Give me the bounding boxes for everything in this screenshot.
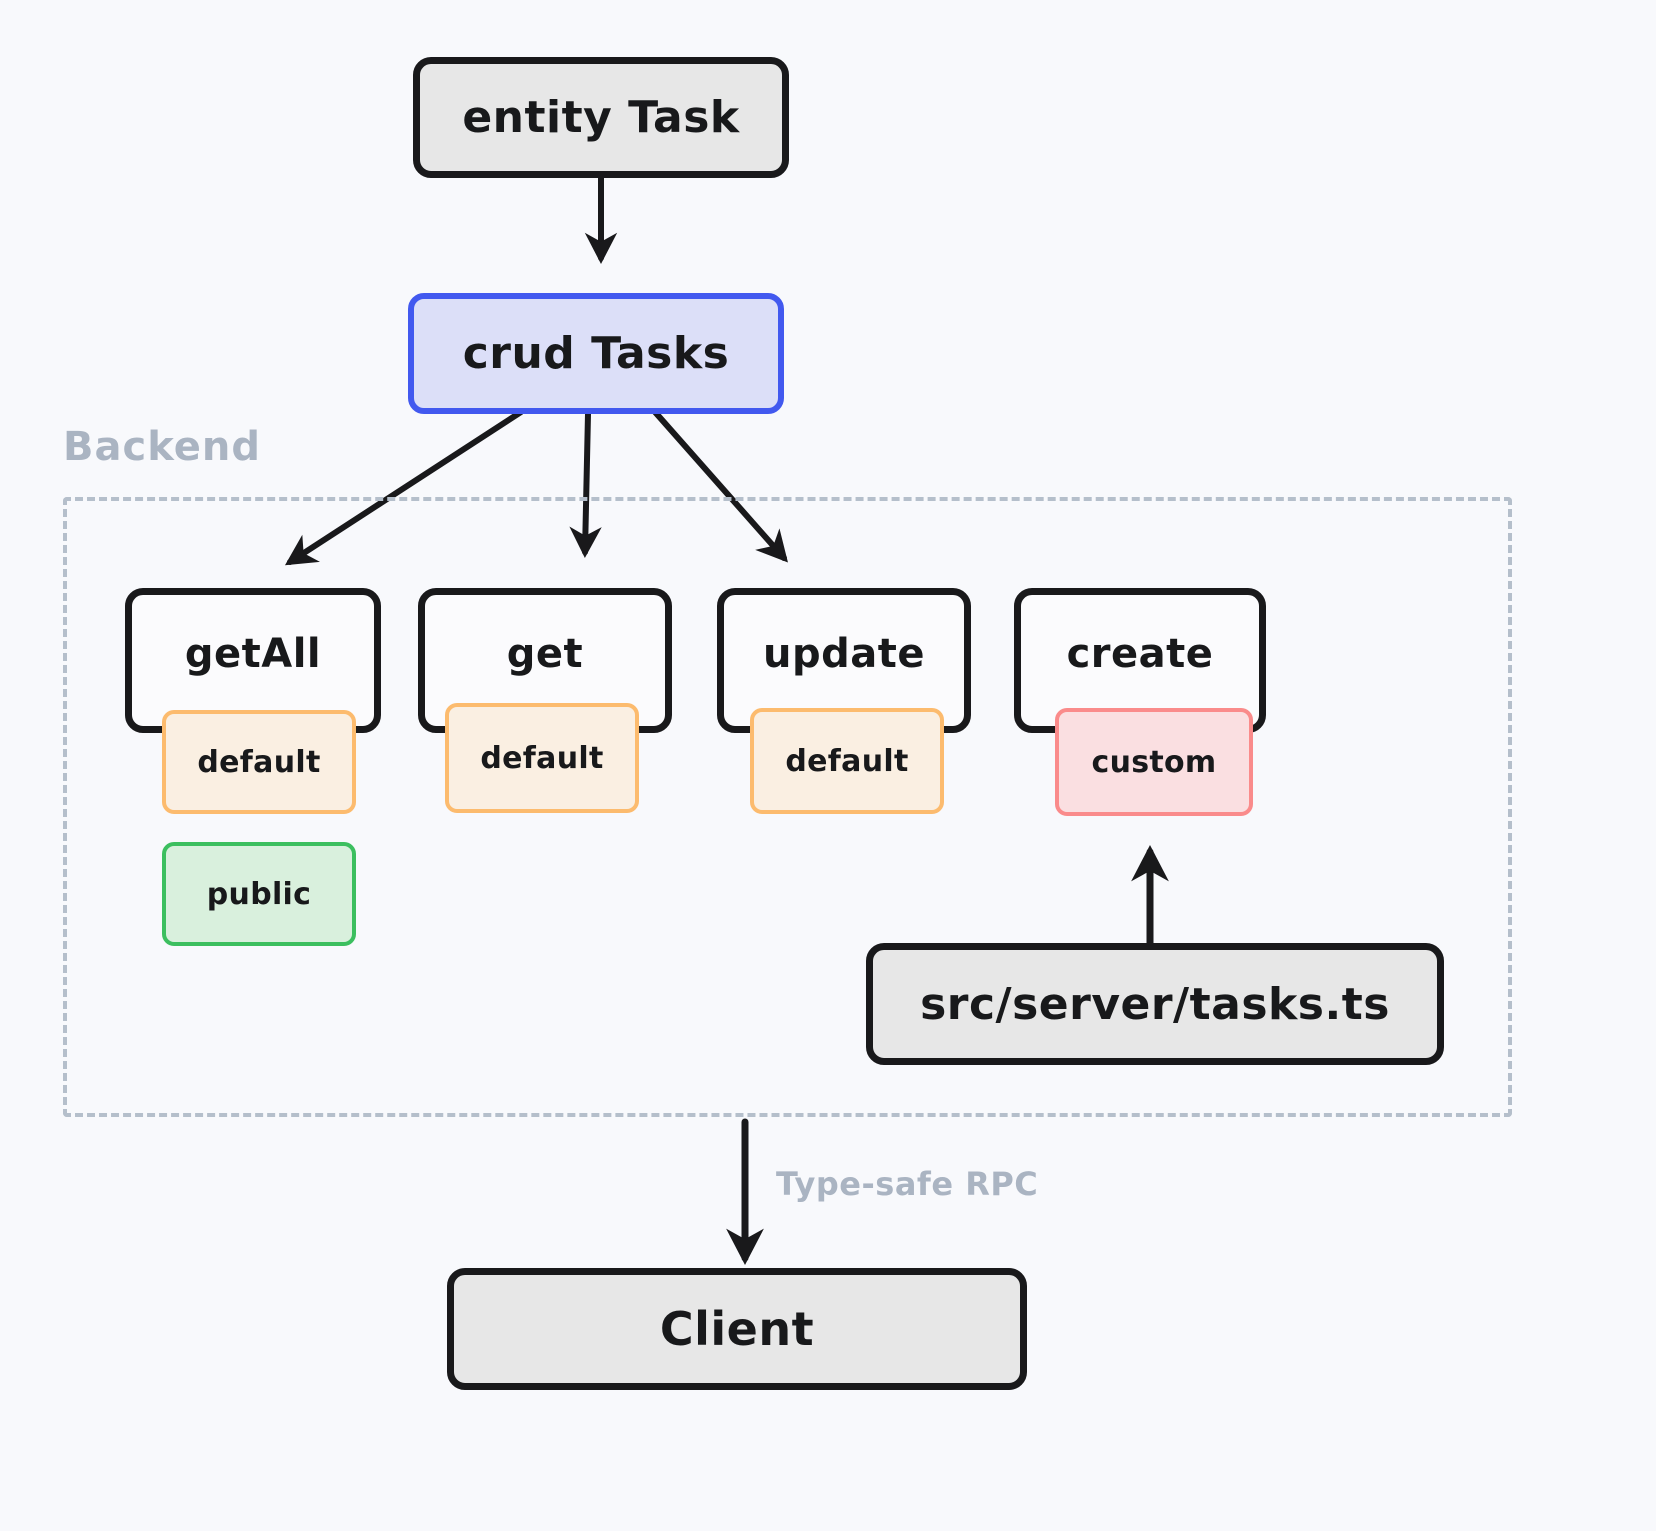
badge-getall-default[interactable]: default	[162, 710, 356, 814]
edge-label-type-safe-rpc: Type-safe RPC	[776, 1165, 1039, 1203]
badge-create-custom[interactable]: custom	[1055, 708, 1253, 816]
group-label-backend: Backend	[63, 424, 261, 470]
badge-update-default[interactable]: default	[750, 708, 944, 814]
node-source-file[interactable]: src/server/tasks.ts	[866, 943, 1444, 1065]
node-entity-task[interactable]: entity Task	[413, 57, 789, 178]
node-crud-tasks[interactable]: crud Tasks	[408, 293, 784, 414]
badge-getall-public[interactable]: public	[162, 842, 356, 946]
group-frame-backend	[63, 497, 1512, 1117]
badge-get-default[interactable]: default	[445, 703, 639, 813]
node-client[interactable]: Client	[447, 1268, 1027, 1390]
